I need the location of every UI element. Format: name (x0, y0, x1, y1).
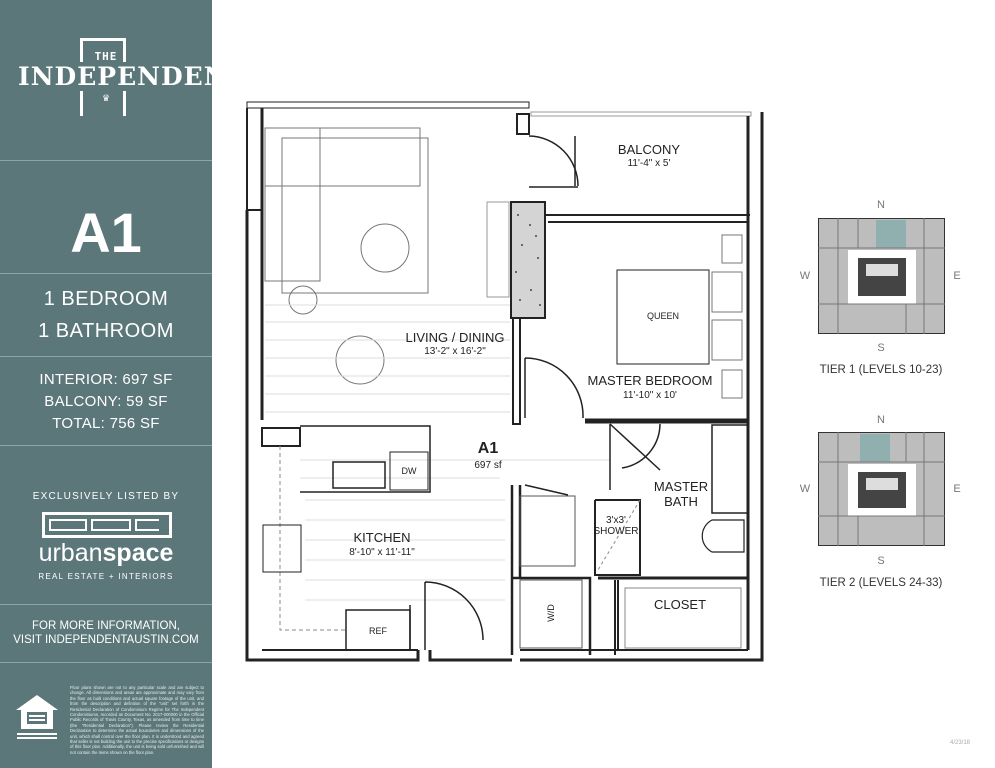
dishwasher-label: DW (401, 466, 417, 476)
website-link[interactable]: VISIT INDEPENDENTAUSTIN.COM (13, 634, 199, 646)
shower-label: SHOWER (593, 526, 639, 537)
info-line-1: FOR MORE INFORMATION, (31, 620, 180, 632)
building-keyplan (818, 432, 945, 546)
room-dims-kitchen: 8'-10" x 11'-11" (349, 547, 415, 558)
room-name-balcony: BALCONY (617, 142, 681, 157)
kitchen-island (300, 425, 431, 493)
compass-south: S (877, 555, 885, 567)
divider (0, 604, 212, 605)
tier-label: TIER 1 (LEVELS 10-23) (819, 364, 943, 376)
compass-west: W (799, 270, 811, 282)
compass-north: N (877, 199, 885, 211)
tier-label: TIER 2 (LEVELS 24-33) (819, 577, 943, 589)
compass-north: N (877, 414, 885, 426)
bathroom-count: 1 BATHROOM (38, 320, 174, 342)
bed (616, 269, 710, 365)
divider (0, 445, 212, 446)
shower-size: 3'x3' (606, 515, 626, 526)
room-dims-bedroom: 11'-10" x 10' (623, 390, 677, 401)
compass-east: E (953, 483, 961, 495)
logo-the: THE (94, 50, 118, 63)
urbanspace-logo-mark (42, 512, 172, 538)
urbanspace-logo: urbanspace (38, 539, 174, 567)
interior-area: INTERIOR: 697 SF (39, 371, 173, 388)
fireplace-column (510, 201, 546, 319)
toilet (701, 519, 745, 553)
legal-disclaimer: Floor plans shown are not to any particu… (70, 685, 204, 755)
room-name-bath-2: BATH (664, 494, 698, 509)
bedroom-count: 1 BEDROOM (43, 288, 169, 310)
listed-by: EXCLUSIVELY LISTED BY (32, 491, 180, 502)
bed-label: QUEEN (646, 311, 680, 321)
compass-west: W (799, 483, 811, 495)
balcony-railing (530, 111, 752, 117)
divider (0, 356, 212, 357)
fridge-label: REF (369, 626, 387, 636)
closet-shelving (624, 587, 742, 649)
room-name-bedroom: MASTER BEDROOM (587, 373, 713, 388)
unit-area: 697 sf (474, 460, 502, 471)
room-name-bath-1: MASTER (653, 479, 709, 494)
divider (0, 273, 212, 274)
room-name-closet: CLOSET (653, 597, 707, 612)
balcony-area: BALCONY: 59 SF (44, 393, 168, 410)
exterior-wall (245, 108, 764, 662)
sidebar: THE INDEPENDENT ♛ A1 1 BEDROOM 1 BATHROO… (0, 0, 246, 768)
compass-east: E (953, 270, 961, 282)
window (246, 101, 530, 109)
broker-tagline: REAL ESTATE + INTERIORS (38, 572, 174, 581)
door-swing (528, 135, 579, 187)
total-area: TOTAL: 756 SF (52, 415, 160, 432)
unit-label: A1 (477, 440, 499, 457)
equal-housing-icon (16, 695, 58, 739)
room-name-kitchen: KITCHEN (353, 530, 411, 545)
compass-south: S (877, 342, 885, 354)
washer-dryer-label: W/D (546, 604, 556, 622)
divider (0, 662, 212, 663)
crown-icon: ♛ (101, 94, 111, 104)
unit-name: A1 (70, 201, 142, 264)
revision-date: 4/23/18 (950, 740, 971, 746)
building-keyplan (818, 218, 945, 334)
room-dims-living: 13'-2" x 16'-2" (424, 346, 486, 357)
room-name-living: LIVING / DINING (405, 330, 505, 345)
cooktop (262, 524, 302, 573)
room-dims-balcony: 11'-4" x 5' (627, 158, 671, 169)
vanity (711, 424, 749, 514)
